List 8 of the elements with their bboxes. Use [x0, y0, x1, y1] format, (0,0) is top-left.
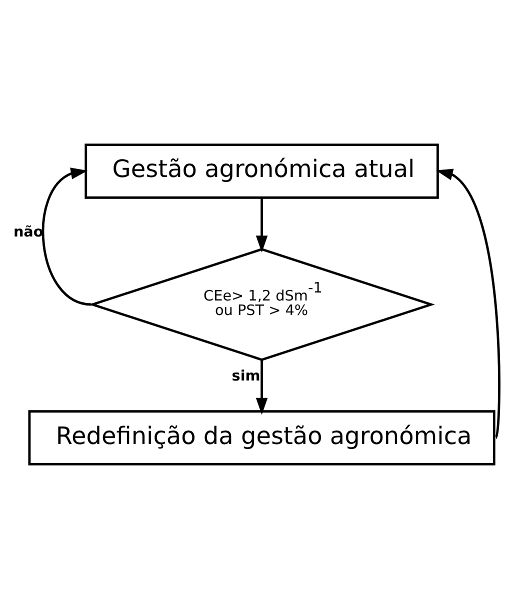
edge-label: não: [13, 224, 44, 240]
node-box: Gestão agronómica atual: [84, 144, 439, 199]
edge-label: sim: [232, 368, 260, 385]
arrow: [436, 168, 500, 438]
arrow: [42, 168, 92, 306]
node-box: Redefinição da gestão agronómica: [28, 410, 496, 466]
arrow: [256, 360, 268, 415]
arrow: [256, 198, 268, 253]
